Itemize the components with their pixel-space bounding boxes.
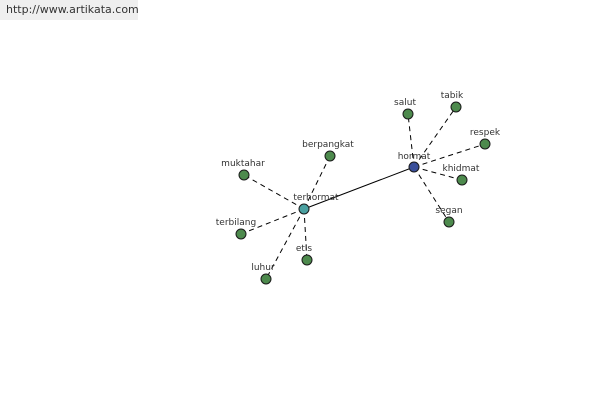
node-label-hormat[interactable]: hormat xyxy=(398,152,431,162)
node-circle-icon[interactable] xyxy=(238,169,250,181)
node-circle-icon[interactable] xyxy=(402,108,414,120)
node-label-khidmat[interactable]: khidmat xyxy=(443,164,480,174)
edge-hormat-terhormat xyxy=(303,166,415,210)
edge-terhormat-terbilang xyxy=(240,208,305,235)
node-label-salut[interactable]: salut xyxy=(394,98,416,108)
node-label-terhormat[interactable]: terhormat xyxy=(293,193,339,203)
node-label-respek[interactable]: respek xyxy=(470,128,501,138)
node-circle-icon[interactable] xyxy=(408,161,420,173)
node-tabik[interactable]: tabik xyxy=(441,91,464,113)
node-salut[interactable]: salut xyxy=(394,98,416,120)
node-circle-icon[interactable] xyxy=(260,273,272,285)
node-terbilang[interactable]: terbilang xyxy=(216,218,256,240)
graph-edges xyxy=(240,106,486,280)
node-circle-icon[interactable] xyxy=(479,138,491,150)
edge-terhormat-muktahar xyxy=(243,174,305,210)
edge-terhormat-luhur xyxy=(265,208,305,280)
node-label-etis[interactable]: etis xyxy=(296,244,313,254)
node-circle-icon[interactable] xyxy=(324,150,336,162)
edge-hormat-tabik xyxy=(413,106,457,168)
node-label-segan[interactable]: segan xyxy=(435,206,462,216)
node-circle-icon[interactable] xyxy=(456,174,468,186)
node-luhur[interactable]: luhur xyxy=(251,263,275,285)
node-respek[interactable]: respek xyxy=(470,128,501,150)
node-label-luhur[interactable]: luhur xyxy=(251,263,275,273)
node-label-berpangkat[interactable]: berpangkat xyxy=(302,140,354,150)
node-label-terbilang[interactable]: terbilang xyxy=(216,218,256,228)
node-circle-icon[interactable] xyxy=(450,101,462,113)
graph-nodes: hormat terhormat salut tabik respek khidmat se… xyxy=(216,91,501,285)
edge-hormat-segan xyxy=(413,166,450,223)
node-etis[interactable]: etis xyxy=(296,244,313,266)
node-hormat[interactable]: hormat xyxy=(398,152,431,173)
node-circle-icon[interactable] xyxy=(298,203,310,215)
node-berpangkat[interactable]: berpangkat xyxy=(302,140,354,162)
node-circle-icon[interactable] xyxy=(301,254,313,266)
node-label-muktahar[interactable]: muktahar xyxy=(221,159,265,169)
edge-hormat-respek xyxy=(413,143,486,168)
node-circle-icon[interactable] xyxy=(235,228,247,240)
node-terhormat[interactable]: terhormat xyxy=(293,193,339,215)
edge-terhormat-berpangkat xyxy=(303,155,331,210)
node-label-tabik[interactable]: tabik xyxy=(441,91,464,101)
site-url-bar[interactable]: http://www.artikata.com xyxy=(0,0,138,20)
node-circle-icon[interactable] xyxy=(443,216,455,228)
site-url[interactable]: http://www.artikata.com xyxy=(6,3,138,16)
node-muktahar[interactable]: muktahar xyxy=(221,159,265,181)
node-segan[interactable]: segan xyxy=(435,206,463,228)
node-khidmat[interactable]: khidmat xyxy=(443,164,480,186)
